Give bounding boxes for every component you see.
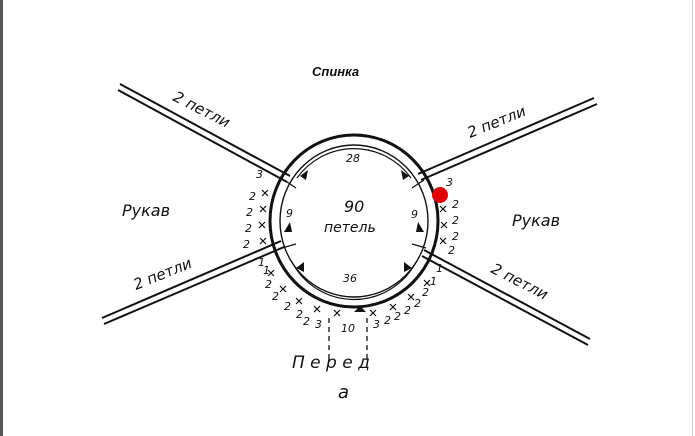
front-count: 36 [343,272,357,285]
divider-br [411,243,427,249]
stitch-mark [258,221,266,229]
sleeve-right-label: Рукав [512,211,560,230]
back-count: 28 [346,152,360,165]
stitch-mark [267,269,275,277]
raglan-line-bottom-left-inner [103,246,285,325]
divider-tl [283,179,297,189]
bottom-right-number: 2 [384,314,391,327]
raglan-line-top-right [417,97,595,175]
back-label: Спинка [312,64,359,79]
bottom-left-number: 1 [258,256,265,269]
stitch-mark [369,309,377,317]
right-side-number: 2 [448,244,455,257]
total-count: 90 [344,197,364,216]
arrowhead-tr [401,170,409,180]
bottom-right-number: 3 [373,318,380,331]
bottom-left-number: 2 [265,278,272,291]
stitch-mark [259,237,267,245]
stitch-mark [423,279,431,287]
side-left-count: 9 [286,207,293,220]
raglan-line-top-left-inner [117,89,288,183]
stitch-mark [407,293,415,301]
left-side-number: 2 [243,238,250,251]
raglan-line-bottom-right [423,249,591,340]
bottom-left-number: 2 [272,290,279,303]
raglan-line-bottom-left [101,240,282,319]
raglan-line-top-right-inner [420,103,598,181]
side-right-count: 9 [411,208,418,221]
right-side-number: 2 [452,214,459,227]
stitch-marks [258,189,448,317]
arrowhead-bottom-mid [354,306,366,312]
bottom-left-number: 2 [303,315,310,328]
front-dashed-lines [328,318,368,362]
bottom-left-number: 2 [284,300,291,313]
bottom-right-number: 2 [404,304,411,317]
bottom-left-numbers: 1 1 2 2 2 2 2 3 [258,256,322,331]
stitch-mark [279,285,287,293]
left-side-number: 3 [256,168,263,181]
neck-rings [268,133,440,309]
sleeve-left-label: Рукав [122,201,170,220]
raglan-lines [101,83,598,346]
front-label: П е р е д [292,353,370,373]
stitch-mark [333,309,341,317]
arrowhead-tl [300,170,308,180]
divider-tr [411,179,425,189]
right-border [692,0,693,436]
stitch-mark [295,297,303,305]
arrow-arc-top [296,148,412,179]
stitch-mark [259,205,267,213]
bottom-right-number: 2 [414,297,421,310]
stitch-mark [439,205,447,213]
raglan-line-bottom-right-inner [421,255,589,346]
bottom-left-number: 2 [296,308,303,321]
left-side-number: 2 [249,190,256,203]
bottom-right-number: 2 [422,286,429,299]
bottom-right-number: 1 [436,262,443,275]
arrowheads [284,170,424,312]
stitch-mark [261,189,269,197]
two-loops-bottom-left: 2 петли [131,254,195,294]
inner-ring [279,144,429,298]
bottom-left-number: 3 [315,318,322,331]
stitch-mark [440,221,448,229]
left-side-number: 2 [245,222,252,235]
outer-ring [268,133,440,309]
stitch-mark [313,305,321,313]
stitch-mark [439,237,447,245]
left-side-numbers: 3 2 2 2 2 [243,168,263,251]
stitch-mark [389,303,397,311]
arrowhead-left [284,222,292,232]
two-loops-top-right: 2 петли [465,102,529,142]
bottom-right-number: 2 [394,310,401,323]
right-side-number: 3 [446,176,453,189]
divider-bl [281,243,297,249]
right-side-number: 2 [452,230,459,243]
left-side-number: 2 [246,206,253,219]
arrowhead-right [416,222,424,232]
left-border [0,0,3,436]
arrow-arc-bottom [291,261,417,301]
red-marker-dot[interactable] [432,187,448,203]
two-loops-top-left: 2 петли [170,88,233,132]
arrowhead-bl [296,262,304,272]
bottom-right-number: 1 [430,275,437,288]
figure-label: а [338,382,349,403]
bottom-right-numbers: 3 2 2 2 2 2 1 1 [373,262,443,331]
arrowhead-br [404,262,412,272]
bottom-left-number: 1 [263,264,270,277]
raglan-line-top-left [119,83,291,177]
right-side-number: 2 [452,198,459,211]
total-unit: петель [324,220,376,236]
right-side-numbers: 3 2 2 2 2 [446,176,459,257]
front-center-count: 10 [341,322,355,335]
